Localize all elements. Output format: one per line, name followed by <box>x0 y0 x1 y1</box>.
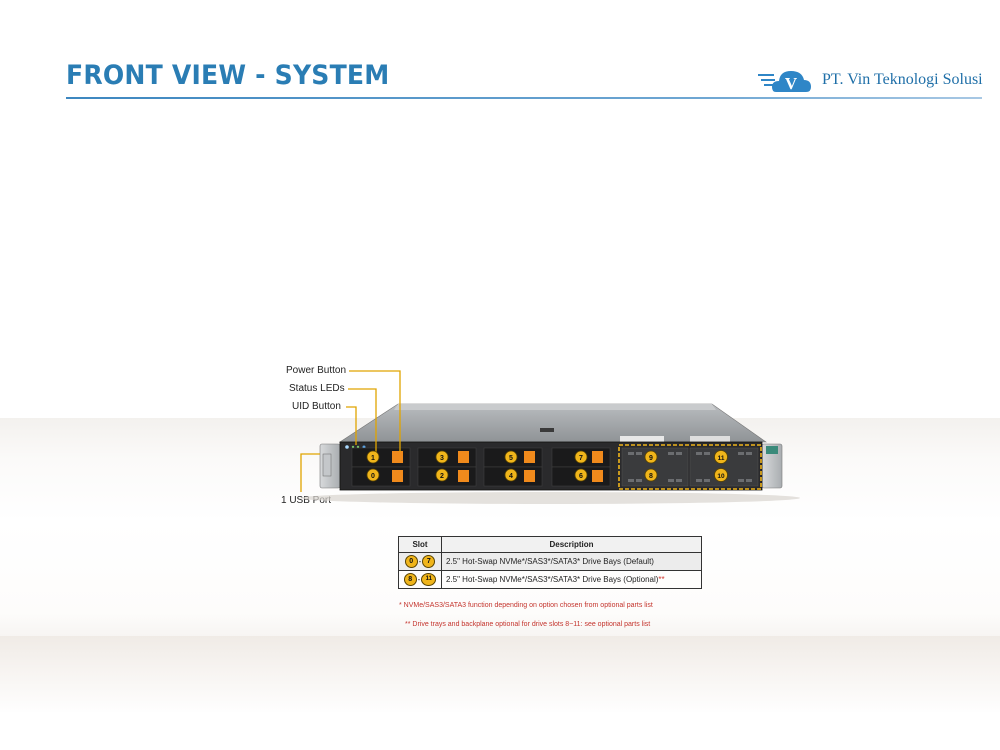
bay-badge <box>435 468 449 482</box>
bay-badge <box>504 468 518 482</box>
drive-cage-0-1 <box>351 447 411 487</box>
drive-cage-6-7 <box>551 447 611 487</box>
bay-badge <box>504 450 518 464</box>
bay-badges-bottom: 0 2 4 6 8 10 <box>366 468 728 482</box>
callout-power-button: Power Button <box>286 365 347 376</box>
bay-number: 4 <box>509 473 513 480</box>
bay-badge <box>714 468 728 482</box>
lid-latch <box>540 428 554 432</box>
footnote-1: * NVMe/SAS3/SATA3 function depending on … <box>399 602 653 609</box>
leader-usb-port <box>300 453 320 492</box>
bay-number: 1 <box>371 455 375 462</box>
drive-latch-icon <box>592 470 603 482</box>
drive-latch-icon <box>392 470 403 482</box>
status-led-icon <box>351 445 355 449</box>
callout-uid-button: UID Button <box>292 401 341 412</box>
slot-range-cell: 8-11 <box>398 570 442 589</box>
description-cell: 2.5" Hot-Swap NVMe*/SAS3*/SATA3* Drive B… <box>441 570 702 589</box>
leader-power-button <box>349 370 401 452</box>
table-row: 8-11 2.5" Hot-Swap NVMe*/SAS3*/SATA3* Dr… <box>398 570 702 589</box>
slot-badge: 7 <box>422 555 436 568</box>
bay-number: 3 <box>440 455 444 462</box>
slot-badge: 8 <box>403 573 417 586</box>
bay-number: 8 <box>649 473 653 480</box>
logo-speed-lines-icon <box>758 74 776 86</box>
bay-number: 0 <box>371 473 375 480</box>
footnote-mark: ** <box>658 575 665 584</box>
bay-number: 9 <box>649 455 653 462</box>
control-panel <box>345 445 366 449</box>
power-button-icon <box>345 445 349 449</box>
company-logo: V <box>758 71 811 93</box>
server-shadow <box>300 492 800 504</box>
optional-bays-highlight <box>618 444 762 490</box>
lid-label <box>690 436 730 442</box>
bay-badge <box>644 450 658 464</box>
callout-status-leds: Status LEDs <box>289 383 345 394</box>
callout-usb-port: 1 USB Port <box>281 495 332 506</box>
rack-ear-badge-icon <box>766 446 778 454</box>
bay-badge <box>366 450 380 464</box>
callout-lines <box>300 370 401 492</box>
bay-number: 6 <box>579 473 583 480</box>
bay-number: 7 <box>579 455 583 462</box>
lid-label <box>620 436 664 442</box>
slot-range-cell: 0-7 <box>398 552 442 571</box>
company-name: PT. Vin Teknologi Solusi <box>822 71 983 88</box>
column-header-description: Description <box>441 536 702 553</box>
leader-uid-button <box>346 406 357 445</box>
drive-latch-icon <box>458 451 469 463</box>
server-lid-edge <box>394 404 716 410</box>
optional-bay-blanks <box>621 447 759 487</box>
footnote-2: ** Drive trays and backplane optional fo… <box>405 621 651 628</box>
table-row: 0-7 2.5" Hot-Swap NVMe*/SAS3*/SATA3* Dri… <box>398 552 702 571</box>
column-header-slot: Slot <box>398 536 442 553</box>
slot-badge: 11 <box>421 573 437 586</box>
bay-number: 10 <box>717 473 725 480</box>
bay-badge <box>574 468 588 482</box>
bay-badge <box>435 450 449 464</box>
bay-number: 5 <box>509 455 513 462</box>
logo-letter: V <box>785 74 798 93</box>
drive-latch-icon <box>524 470 535 482</box>
drive-latch-icon <box>592 451 603 463</box>
table-header-row: Slot Description <box>398 536 702 553</box>
bay-number: 2 <box>440 473 444 480</box>
slot-description-table: Slot Description 0-7 2.5" Hot-Swap NVMe*… <box>398 536 702 589</box>
background-floor <box>0 636 1000 712</box>
bay-badge <box>366 468 380 482</box>
slot-badge: 0 <box>404 555 418 568</box>
status-led-icon <box>356 445 360 449</box>
drive-latch-icon <box>392 451 403 463</box>
drive-latch-icon <box>524 451 535 463</box>
bay-badge <box>714 450 728 464</box>
bay-badge <box>644 468 658 482</box>
leader-status-leds <box>348 388 377 452</box>
logo-cloud-icon <box>772 71 811 92</box>
page-title: FRONT VIEW - SYSTEM <box>66 60 390 91</box>
bay-badges-top: 1 3 5 7 9 11 <box>366 450 728 464</box>
description-cell: 2.5" Hot-Swap NVMe*/SAS3*/SATA3* Drive B… <box>441 552 702 571</box>
usb-port-icon <box>322 453 332 477</box>
drive-latch-icon <box>458 470 469 482</box>
title-divider <box>66 97 982 99</box>
bay-badge <box>574 450 588 464</box>
bay-number: 11 <box>718 455 725 462</box>
